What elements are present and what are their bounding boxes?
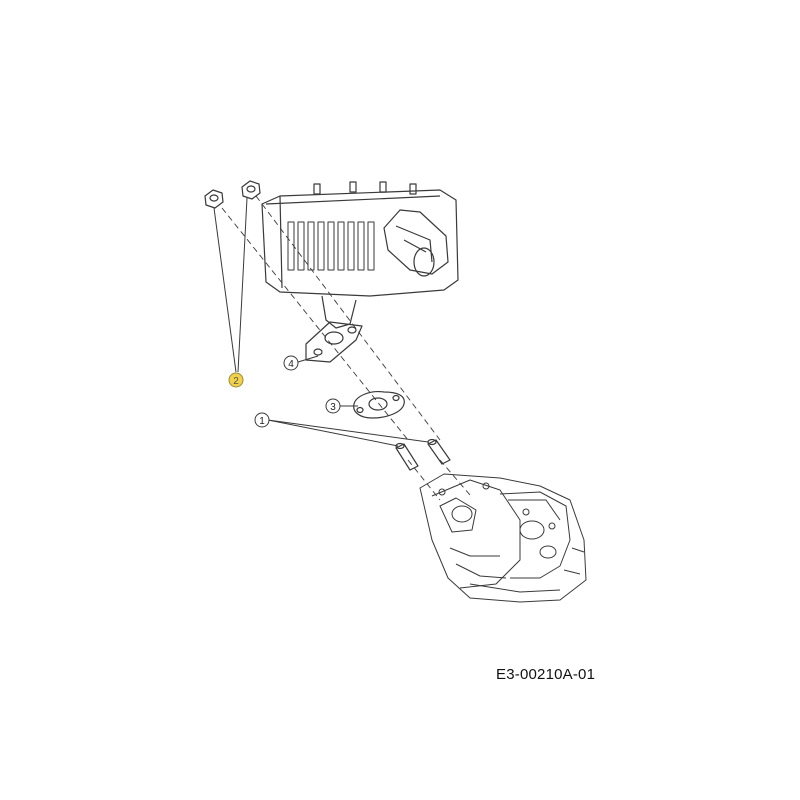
muffler-assembly	[261, 181, 459, 329]
heat-shield-slots	[287, 221, 375, 271]
callout-2-label: 2	[233, 376, 239, 387]
stud-part-right	[427, 438, 451, 465]
stud-part-left	[395, 442, 419, 471]
callout-1: 1	[254, 412, 270, 428]
callout-1-label: 1	[259, 416, 265, 427]
callout-3-label: 3	[330, 402, 336, 413]
muffler-outlet	[383, 209, 449, 277]
callout-4-label: 4	[288, 359, 294, 370]
callout-2: 2	[228, 372, 244, 388]
callout-3: 3	[325, 398, 341, 414]
leader-lines	[213, 197, 429, 447]
drawing-code: E3-00210A-01	[496, 666, 596, 683]
nut-part-left	[204, 189, 224, 209]
cylinder-head	[419, 473, 587, 603]
callout-4: 4	[283, 355, 299, 371]
exhaust-flange-part	[305, 321, 363, 363]
exhaust-gasket-part	[353, 391, 405, 419]
nut-part-right	[241, 180, 261, 200]
assembly-dashed-lines	[221, 195, 471, 501]
